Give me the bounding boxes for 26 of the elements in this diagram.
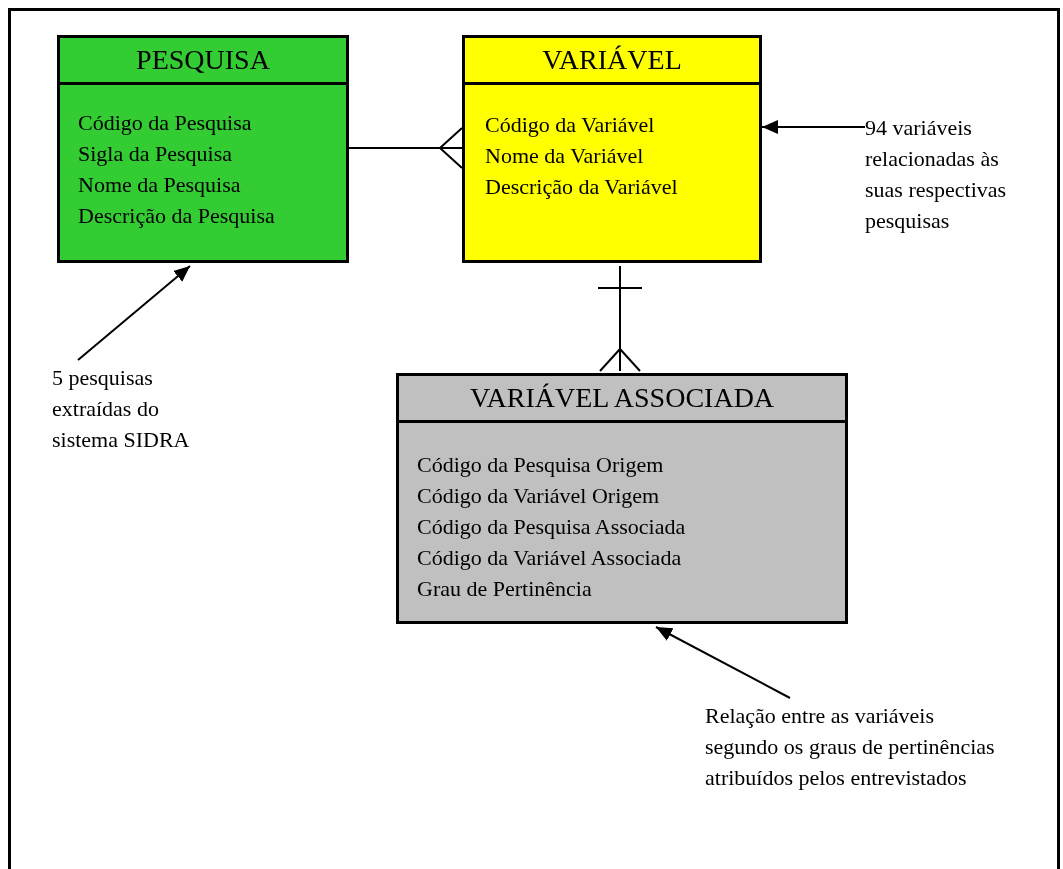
attribute-text: Nome da Pesquisa (78, 171, 242, 199)
attribute-text: Grau de Pertinência (417, 575, 593, 603)
entity-box (396, 373, 848, 624)
entity-title: VARIÁVEL (465, 38, 759, 85)
attribute-text: Sigla da Pesquisa (78, 140, 233, 168)
attribute-text: Nome da Variável (485, 142, 645, 170)
attribute-text: Código da Pesquisa Origem (417, 451, 665, 479)
annotation-text: 94 variáveis relacionadas às suas respectivas pesquisas (865, 112, 1015, 236)
annotation-text: 5 pesquisas extraídas do sistema SIDRA (52, 362, 207, 455)
arrow (761, 120, 866, 134)
attribute-text: Código da Variável Associada (417, 544, 683, 572)
attribute-text: Descrição da Variável (485, 173, 679, 201)
attribute-text: Código da Pesquisa Associada (417, 513, 687, 541)
arrow (655, 626, 791, 699)
entity-title: VARIÁVEL ASSOCIADA (399, 376, 845, 423)
attribute-text: Código da Pesquisa (78, 109, 253, 137)
attribute-text: Descrição da Pesquisa (78, 202, 276, 230)
entity-box (57, 35, 349, 263)
entity-title: PESQUISA (60, 38, 346, 85)
arrow (77, 265, 191, 361)
entity-box (462, 35, 762, 263)
attribute-text: Código da Variável (485, 111, 656, 139)
relationship-line (348, 127, 463, 169)
relationship-line (597, 265, 643, 372)
attribute-text: Código da Variável Origem (417, 482, 661, 510)
annotation-text: Relação entre as variáveis segundo os graus de pertinências atribuídos pelos entrevistados (705, 700, 1005, 793)
